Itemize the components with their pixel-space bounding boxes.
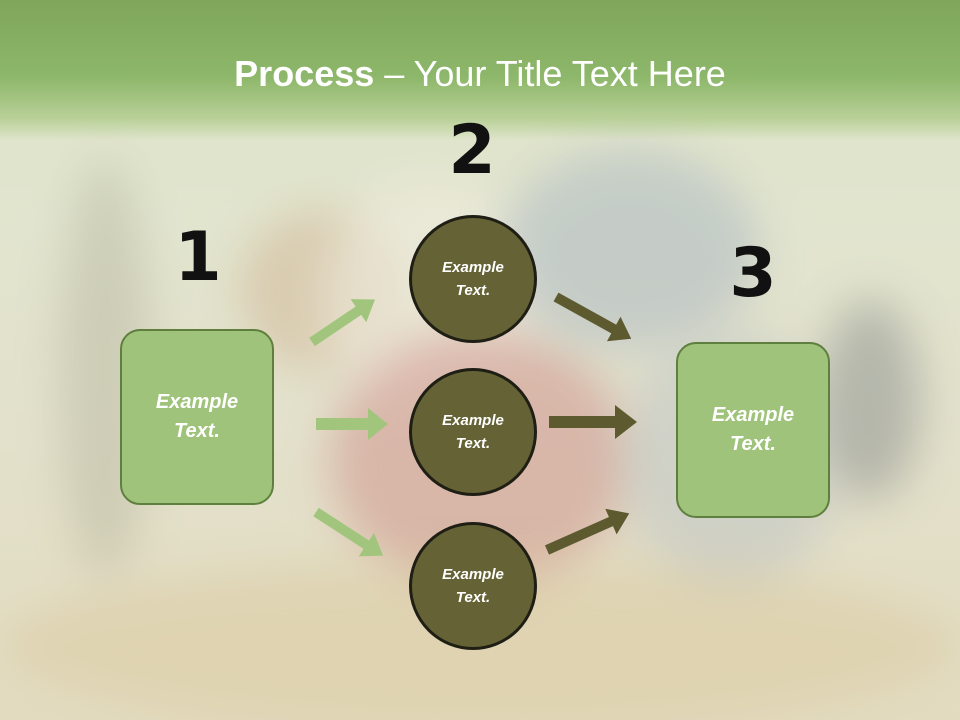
arrow-1-to-bottom — [313, 507, 384, 557]
step-2-circle-bottom[interactable]: Example Text. — [409, 522, 537, 650]
arrow-bottom-to-3 — [544, 508, 630, 555]
background-photo — [500, 150, 760, 350]
arrow-1-to-middle — [316, 408, 388, 440]
title-bold: Process — [234, 53, 375, 94]
step-3-text: Example Text. — [711, 404, 795, 455]
step-number-1: 1 — [174, 218, 222, 297]
step-1-text: Example Text. — [155, 391, 239, 442]
step-2-circle-middle[interactable]: Example Text. — [409, 368, 537, 496]
background-photo — [820, 300, 920, 500]
step-3-box[interactable]: Example Text. — [676, 342, 830, 518]
slide-title: Process – Your Title Text Here — [0, 52, 960, 96]
arrow-1-to-top — [309, 299, 376, 347]
arrow-middle-to-3 — [549, 405, 637, 439]
circle-text: Example Text. — [442, 566, 504, 606]
circle-text: Example Text. — [442, 412, 504, 452]
arrow-top-to-3 — [553, 292, 632, 342]
step-2-circle-top[interactable]: Example Text. — [409, 215, 537, 343]
step-number-2: 2 — [448, 111, 496, 190]
title-band — [0, 0, 960, 140]
title-rest: – Your Title Text Here — [374, 53, 726, 94]
circle-text: Example Text. — [442, 259, 504, 299]
step-number-3: 3 — [729, 234, 777, 313]
step-1-box[interactable]: Example Text. — [120, 329, 274, 505]
